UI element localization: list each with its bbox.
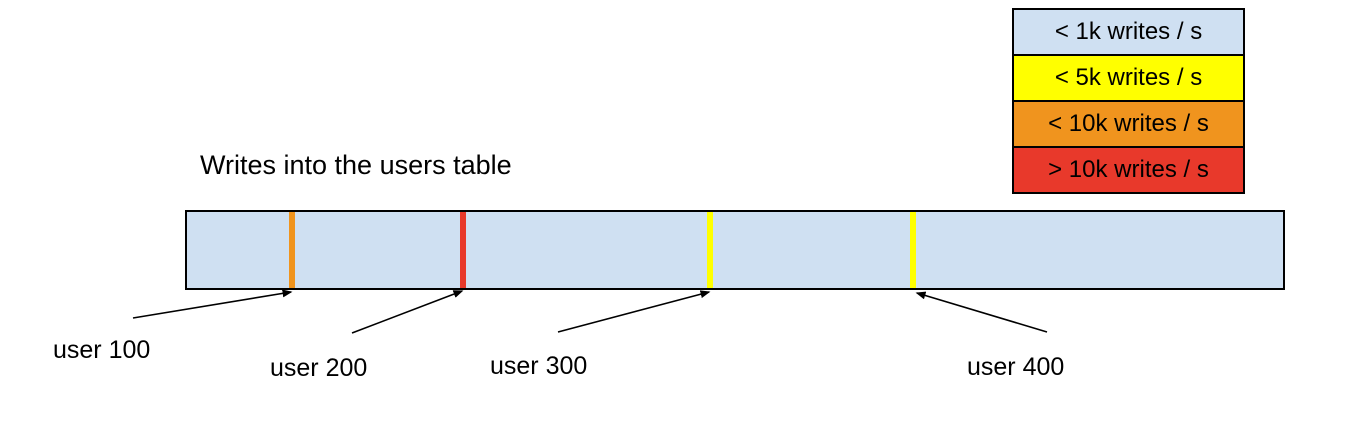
user-label: user 400 [967,353,1065,381]
write-hotspot-stripe [707,212,713,288]
write-hotspot-stripe [460,212,466,288]
legend-item: > 10k writes / s [1012,146,1245,194]
legend-item: < 10k writes / s [1012,100,1245,148]
legend: < 1k writes / s < 5k writes / s < 10k writ… [1012,8,1245,194]
user-label: user 200 [270,354,368,382]
arrows [132,289,1048,334]
write-hotspot-stripe [910,212,916,288]
arrow [915,291,1048,333]
write-hotspot-stripe [289,212,295,288]
legend-item-label: < 5k writes / s [1054,64,1203,91]
user-label: user 300 [490,352,588,380]
arrow [351,290,464,334]
legend-item-label: < 10k writes / s [1048,110,1209,137]
legend-item: < 5k writes / s [1012,54,1245,102]
user-label: user 100 [53,336,151,364]
arrow [132,289,293,319]
legend-item: < 1k writes / s [1012,8,1245,56]
diagram-title: Writes into the users table [200,150,512,180]
legend-item-label: < 1k writes / s [1054,18,1203,45]
legend-item-label: > 10k writes / s [1048,156,1209,183]
arrow [557,290,711,333]
users-table-bar [185,210,1285,290]
